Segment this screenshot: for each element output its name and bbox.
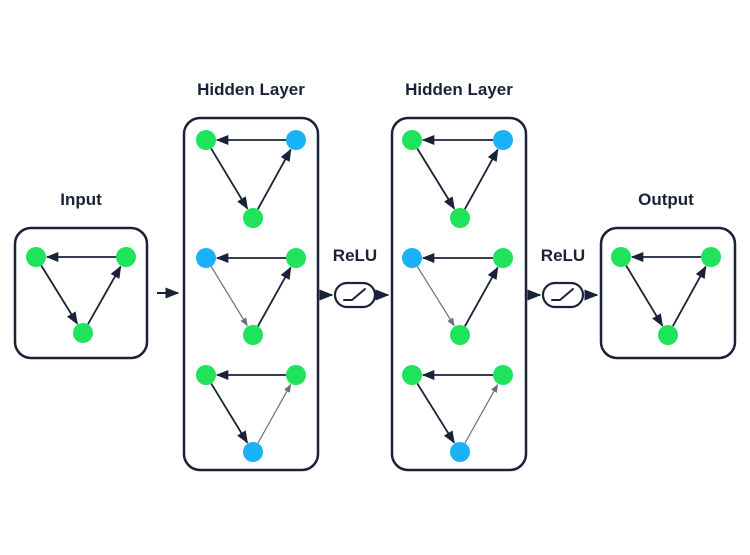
hidden1-graph-2-node-top-right: [286, 248, 306, 268]
hidden2-graph-2-edge-left: [416, 266, 455, 327]
output-graph-node-bottom: [658, 325, 678, 345]
hidden1-graph-2-edge-right: [257, 266, 292, 327]
relu-label-1: ReLU: [332, 246, 378, 265]
hidden2-graph-3-edge-left: [416, 383, 455, 444]
hidden1-graph-3-edge-left: [210, 383, 249, 444]
hidden2-graph-3-node-top-left: [402, 365, 422, 385]
hidden1-graph-1-node-bottom: [243, 208, 263, 228]
hidden1-graph-1-node-top-left: [196, 130, 216, 150]
relu-label-2: ReLU: [540, 246, 586, 265]
hidden2-graph-1-node-bottom: [450, 208, 470, 228]
relu-curve-icon: [343, 288, 366, 301]
output-graph-edge-right: [672, 265, 707, 327]
hidden1-graph-2-node-bottom: [243, 325, 263, 345]
hidden-layer-1-label: Hidden Layer: [197, 80, 305, 99]
hidden1-graph-2-edge-left: [210, 266, 248, 327]
hidden2-graph-1-edge-left: [416, 148, 456, 210]
hidden2-graph-2-node-top-right: [493, 248, 513, 268]
output-graph-node-top-right: [701, 247, 721, 267]
hidden2-graph-1-node-top-left: [402, 130, 422, 150]
input-graph-node-top-right: [116, 247, 136, 267]
hidden2-graph-3-node-top-right: [493, 365, 513, 385]
relu-box-2: [541, 281, 585, 309]
hidden2-graph-1-node-top-right: [493, 130, 513, 150]
hidden1-graph-3-node-top-right: [286, 365, 306, 385]
hidden2-graph-2-node-top-left: [402, 248, 422, 268]
hidden1-graph-3-node-bottom: [243, 442, 263, 462]
output-graph-node-top-left: [611, 247, 631, 267]
hidden-layer-1-block: [182, 116, 320, 472]
hidden1-graph-2-node-top-left: [196, 248, 216, 268]
hidden2-graph-3-edge-right: [464, 383, 499, 444]
hidden2-graph-2-edge-right: [464, 266, 499, 327]
hidden2-graph-2-node-bottom: [450, 325, 470, 345]
hidden1-graph-1-edge-left: [210, 148, 249, 210]
input-graph-edge-left: [40, 265, 78, 325]
relu-curve-icon: [551, 288, 574, 301]
hidden1-graph-3-edge-right: [257, 383, 292, 444]
input-label: Input: [60, 190, 102, 209]
hidden-layer-2-block: [390, 116, 528, 472]
relu-box-1: [333, 281, 377, 309]
input-graph-node-top-left: [26, 247, 46, 267]
hidden2-graph-3-node-bottom: [450, 442, 470, 462]
hidden2-graph-1-edge-right: [464, 148, 499, 210]
output-label: Output: [638, 190, 694, 209]
hidden1-graph-1-node-top-right: [286, 130, 306, 150]
hidden-layer-2-label: Hidden Layer: [405, 80, 513, 99]
output-graph-edge-left: [625, 265, 664, 327]
input-graph-node-bottom: [73, 323, 93, 343]
input-graph-edge-right: [87, 265, 122, 325]
hidden1-graph-1-edge-right: [257, 148, 292, 210]
hidden1-graph-3-node-top-left: [196, 365, 216, 385]
